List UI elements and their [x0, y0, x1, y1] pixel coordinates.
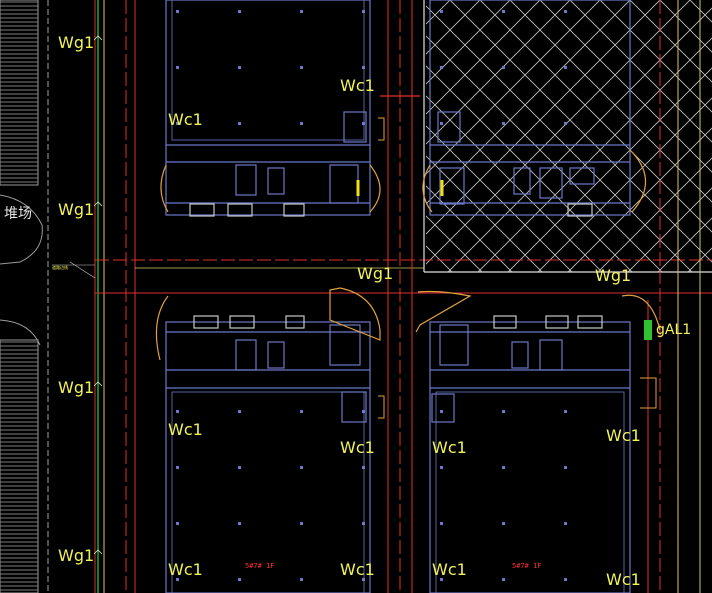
column-dot	[176, 10, 179, 13]
label-wc1: Wc1	[432, 438, 467, 457]
curb-bottom-left	[155, 295, 169, 361]
column-dot	[176, 66, 179, 69]
label-wc1: Wc1	[168, 110, 203, 129]
column-dot	[564, 578, 567, 581]
curb-top-right	[422, 164, 433, 213]
label-wc1: Wc1	[606, 570, 641, 589]
column-dot	[362, 578, 365, 581]
curb-bottom-right	[415, 290, 472, 333]
column-dot	[440, 122, 443, 125]
column-dot	[176, 578, 179, 581]
column-dot	[440, 10, 443, 13]
column-dot	[564, 10, 567, 13]
column-dot	[238, 122, 241, 125]
column-dot	[176, 410, 179, 413]
building-bottom-left	[165, 315, 371, 593]
curb-top-left	[160, 164, 169, 213]
label-yard: 堆场	[4, 206, 32, 222]
column-dot	[502, 466, 505, 469]
column-dot	[176, 122, 179, 125]
column-dot	[502, 122, 505, 125]
column-dot	[502, 578, 505, 581]
building-top-left	[165, 0, 371, 217]
label-building-tag: 5#7# 1F	[512, 562, 542, 570]
label-wg1: Wg1	[58, 33, 95, 52]
column-dot	[300, 578, 303, 581]
horizontal-road	[95, 259, 712, 294]
building-top-right	[429, 0, 631, 217]
column-dot	[362, 410, 365, 413]
label-wc1: Wc1	[340, 560, 375, 579]
building-bottom-right	[429, 315, 631, 593]
vertical-road	[380, 0, 425, 593]
label-wg1: Wg1	[58, 200, 95, 219]
column-dot	[238, 578, 241, 581]
column-dot	[440, 466, 443, 469]
label-wg1: Wg1	[58, 546, 95, 565]
hatched-zone	[426, 0, 712, 272]
column-dot	[440, 66, 443, 69]
column-dot	[440, 410, 443, 413]
highlight-cell	[644, 320, 652, 340]
column-dot	[502, 66, 505, 69]
column-dot	[300, 410, 303, 413]
label-room-code: gAL1	[656, 322, 692, 338]
column-dot	[502, 10, 505, 13]
column-dot	[362, 466, 365, 469]
column-dot	[238, 66, 241, 69]
column-dot	[440, 522, 443, 525]
label-yard-tag: 道路边线	[52, 265, 68, 270]
column-dot	[238, 10, 241, 13]
column-dot	[362, 66, 365, 69]
left-road-lines	[47, 0, 136, 593]
label-wc1: Wc1	[340, 76, 375, 95]
column-dot	[502, 410, 505, 413]
column-dot	[440, 578, 443, 581]
column-dot	[300, 66, 303, 69]
column-dot	[564, 522, 567, 525]
column-dot	[300, 466, 303, 469]
column-dot	[564, 66, 567, 69]
label-wc1: Wc1	[432, 560, 467, 579]
label-wc1: Wc1	[168, 560, 203, 579]
left-markers	[93, 35, 103, 555]
label-wg1: Wg1	[58, 378, 95, 397]
label-wc1: Wc1	[606, 426, 641, 445]
label-wc1: Wc1	[340, 438, 375, 457]
column-dot	[502, 522, 505, 525]
column-dot	[300, 122, 303, 125]
column-dot	[564, 122, 567, 125]
column-dot	[362, 522, 365, 525]
column-dot	[176, 522, 179, 525]
label-wg1: Wg1	[357, 264, 394, 283]
column-dot	[564, 410, 567, 413]
label-wc1: Wc1	[168, 420, 203, 439]
column-dot	[300, 10, 303, 13]
label-wg1: Wg1	[595, 266, 632, 285]
column-dot	[238, 410, 241, 413]
label-building-tag: 5#7# 1F	[245, 562, 275, 570]
column-grid-dots	[176, 10, 567, 581]
column-dot	[176, 466, 179, 469]
column-dot	[238, 466, 241, 469]
column-dot	[362, 10, 365, 13]
column-dot	[362, 122, 365, 125]
column-dot	[300, 522, 303, 525]
column-dot	[564, 466, 567, 469]
column-dot	[238, 522, 241, 525]
yard-blocks	[0, 0, 43, 593]
